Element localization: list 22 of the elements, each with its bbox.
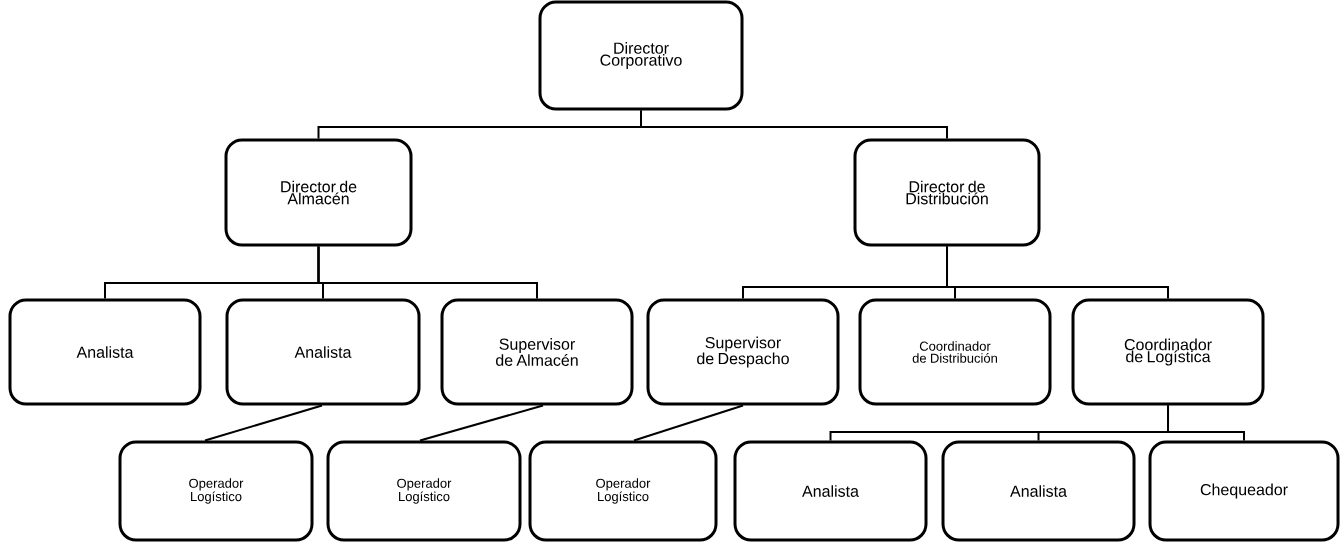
connector-line	[204, 404, 323, 442]
org-box: Analista	[8, 298, 202, 406]
org-box: Operador Logístico	[118, 440, 314, 542]
org-box: Coordinador de Distribución	[858, 298, 1052, 406]
org-box: Director Corporativo	[538, 0, 744, 111]
org-box: Director de Almacén	[224, 138, 413, 247]
org-box: Supervisor de Despacho	[646, 298, 840, 406]
connector-line	[640, 109, 948, 140]
org-box: Supervisor de Almacén	[440, 298, 634, 406]
connector-line	[1167, 404, 1245, 442]
connector-line	[419, 404, 544, 442]
org-box: Operador Logístico	[528, 440, 718, 542]
org-box: Director de Distribución	[853, 138, 1041, 247]
org-box: Analista	[941, 440, 1136, 542]
connector-line	[633, 404, 744, 442]
org-box: Analista	[225, 298, 421, 406]
connector-line	[946, 245, 1169, 300]
org-box: Chequeador	[1148, 440, 1340, 542]
org-box: Operador Logístico	[326, 440, 522, 542]
connector-line	[317, 245, 538, 300]
org-box: Coordinador de Logística	[1071, 298, 1265, 406]
org-box: Analista	[733, 440, 928, 542]
